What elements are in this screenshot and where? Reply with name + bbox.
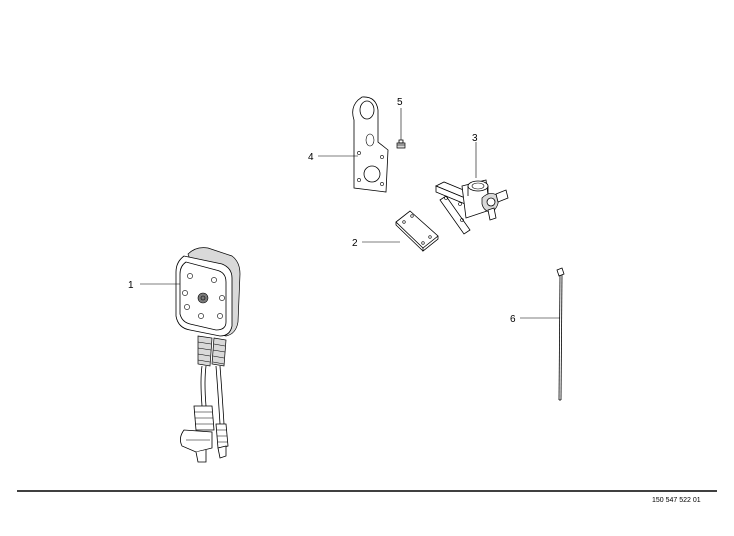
- part-3-clamp: [435, 179, 509, 235]
- part-5-screw: [396, 139, 406, 149]
- callout-1: 1: [128, 280, 134, 291]
- callout-6: 6: [510, 314, 516, 325]
- callout-5: 5: [397, 97, 403, 108]
- document-number: 150 547 522 01: [652, 497, 701, 504]
- part-2-gasket: [395, 210, 439, 252]
- part-4-bracket: [352, 96, 389, 193]
- callout-4: 4: [308, 152, 314, 163]
- part-6-cable-tie: [556, 267, 565, 401]
- part-1-work-lamp: [175, 247, 241, 463]
- callout-3: 3: [472, 133, 478, 144]
- leader-lines: [140, 108, 560, 319]
- callout-2: 2: [352, 238, 358, 249]
